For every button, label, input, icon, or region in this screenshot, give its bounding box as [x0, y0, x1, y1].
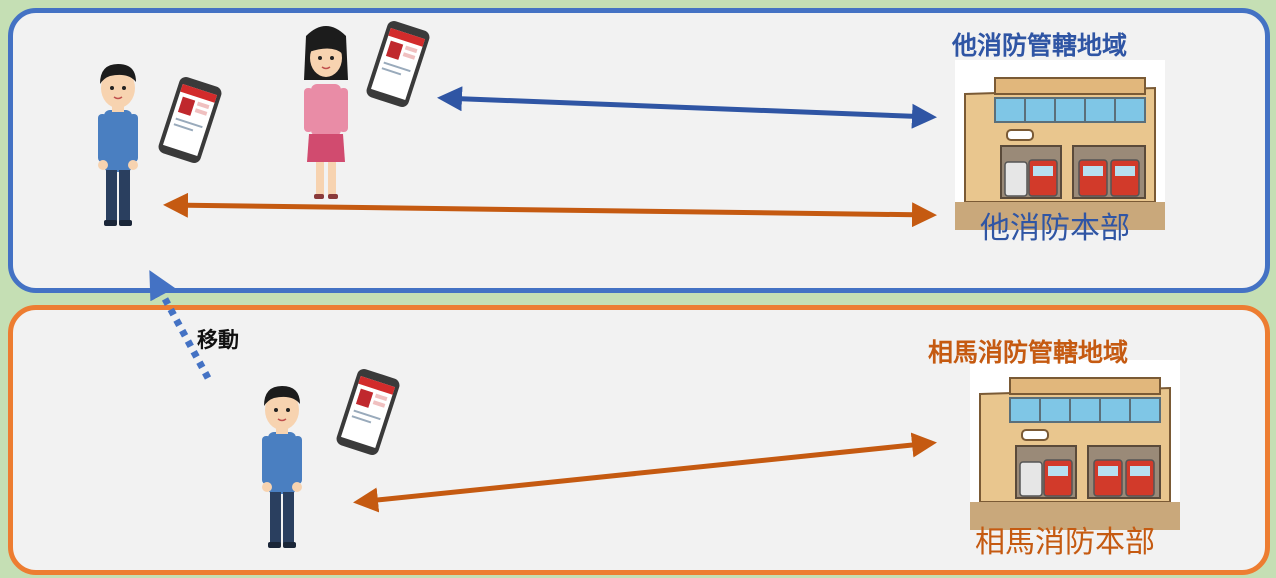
- other-jurisdiction-title: 他消防管轄地域: [952, 26, 1127, 62]
- resident-woman-icon: [304, 26, 348, 199]
- smartphone-icon: [365, 19, 432, 109]
- soma-jurisdiction-title: 相馬消防管轄地域: [928, 333, 1128, 369]
- resident-man-icon: [262, 386, 302, 548]
- other-fire-hq-label: 他消防本部: [980, 203, 1130, 247]
- roaming-report-arrow: [168, 205, 932, 215]
- smartphone-icon: [335, 367, 402, 457]
- move-label: 移動: [197, 324, 239, 354]
- soma-fire-station-icon: [970, 360, 1180, 530]
- resident-man-icon: [98, 64, 138, 226]
- soma-report-arrow: [358, 443, 932, 502]
- other-region-report-arrow: [442, 98, 932, 117]
- soma-fire-hq-label: 相馬消防本部: [975, 517, 1155, 561]
- smartphone-icon: [157, 75, 224, 165]
